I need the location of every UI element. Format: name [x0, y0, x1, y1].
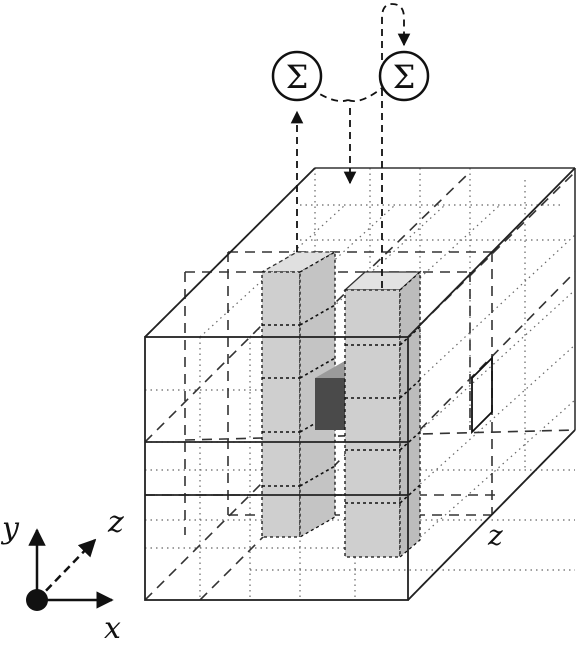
z-axis-label: z: [107, 505, 124, 540]
cube-back-face: [315, 167, 576, 430]
cube-front-face: [144, 167, 576, 601]
column-right: [343, 270, 422, 559]
x-axis-label: x: [104, 611, 121, 646]
sum-node-right-symbol: Σ: [393, 58, 416, 96]
sum-node-left-symbol: Σ: [286, 58, 309, 96]
signal-paths: [290, 3, 411, 288]
side-panel: [471, 355, 493, 435]
y-axis-label: y: [0, 511, 20, 546]
sum-node-right: Σ: [378, 50, 430, 102]
cube-depth-label: z: [487, 519, 503, 552]
sum-node-left: Σ: [271, 50, 323, 102]
coordinate-axes: y x z: [0, 505, 124, 646]
column-left: [259, 250, 338, 539]
origin-dot: [26, 589, 48, 611]
